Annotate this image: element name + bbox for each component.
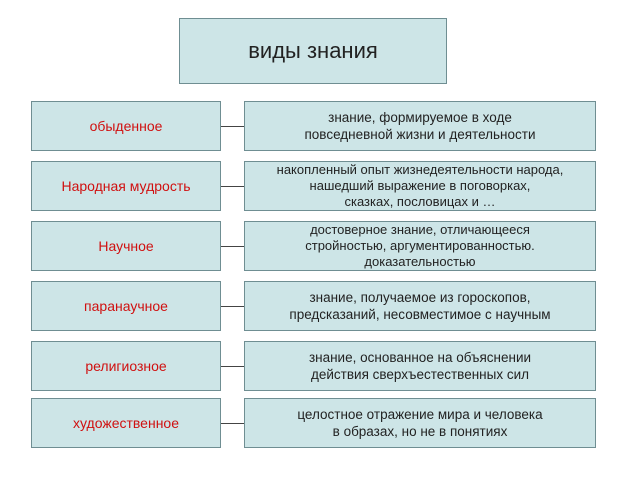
description-box-artistic: целостное отражение мира и человека в об…	[244, 398, 596, 448]
type-box-religious: религиозное	[31, 341, 221, 391]
type-box-parascientific: паранаучное	[31, 281, 221, 331]
connector-line	[221, 186, 244, 187]
connector-line	[221, 423, 244, 424]
type-box-scientific: Научное	[31, 221, 221, 271]
type-box-ordinary: обыденное	[31, 101, 221, 151]
diagram-title: виды знания	[179, 18, 447, 84]
description-box-folk-wisdom: накопленный опыт жизнедеятельности народ…	[244, 161, 596, 211]
connector-line	[221, 366, 244, 367]
description-box-ordinary: знание, формируемое в ходе повседневной …	[244, 101, 596, 151]
description-box-scientific: достоверное знание, отличающееся стройно…	[244, 221, 596, 271]
type-box-folk-wisdom: Народная мудрость	[31, 161, 221, 211]
type-box-artistic: художественное	[31, 398, 221, 448]
description-box-parascientific: знание, получаемое из гороскопов, предск…	[244, 281, 596, 331]
connector-line	[221, 306, 244, 307]
description-box-religious: знание, основанное на объяснении действи…	[244, 341, 596, 391]
connector-line	[221, 126, 244, 127]
connector-line	[221, 246, 244, 247]
